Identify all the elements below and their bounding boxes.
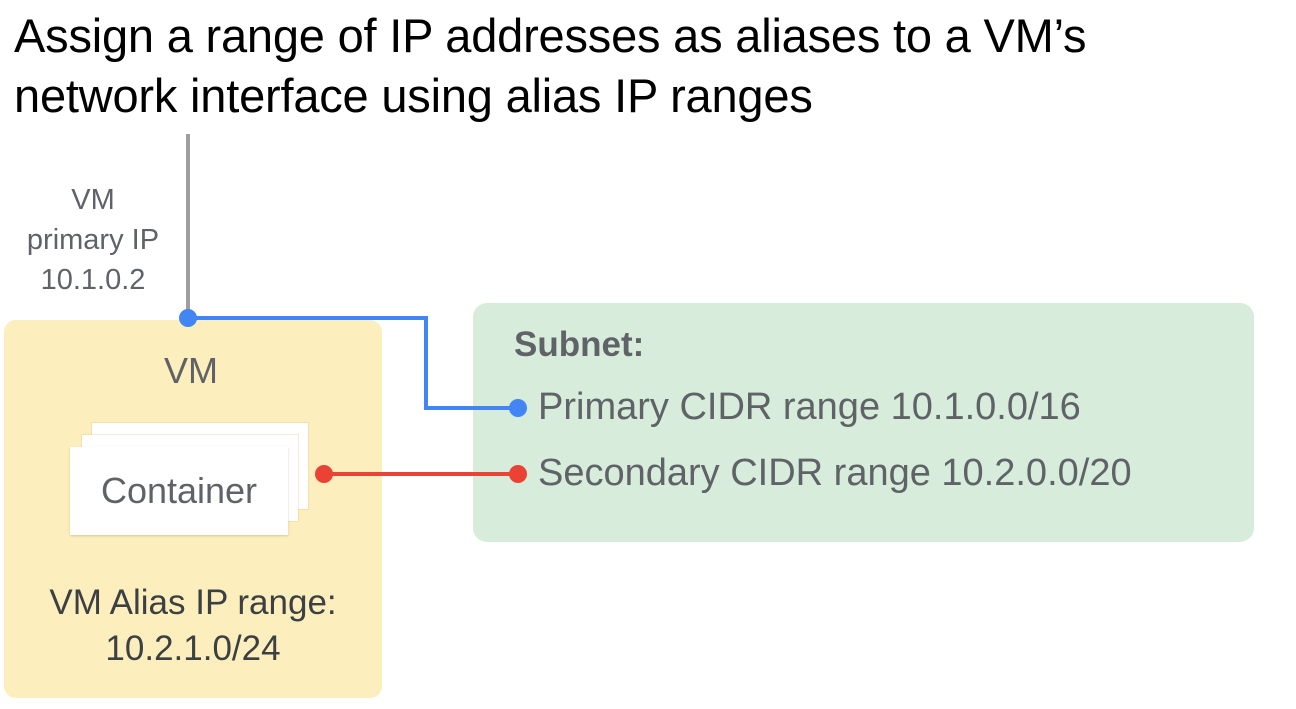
primary-cidr-range: Primary CIDR range 10.1.0.0/16 — [538, 386, 1081, 428]
alias-range-endpoint-dot — [315, 465, 333, 483]
subnet-title: Subnet: — [514, 325, 645, 364]
vm-primary-ip-address: 10.1.0.2 — [40, 264, 146, 296]
vm-alias-ip-range: VM Alias IP range: 10.2.1.0/24 — [4, 580, 382, 672]
secondary-cidr-range: Secondary CIDR range 10.2.0.0/20 — [538, 452, 1132, 494]
title-line-2: network interface using alias IP ranges — [14, 69, 813, 122]
secondary-cidr-endpoint-dot — [509, 465, 527, 483]
vm-primary-ip-label: VM primary IP 10.1.0.2 — [0, 180, 186, 300]
container-card: Container — [70, 447, 288, 535]
vm-alias-ip-range-value: 10.2.1.0/24 — [105, 629, 281, 668]
primary-cidr-endpoint-dot — [509, 399, 527, 417]
vm-primary-ip-line-1: VM — [71, 184, 115, 216]
subnet-box — [473, 303, 1254, 542]
vm-primary-ip-line-2: primary IP — [26, 224, 160, 256]
primary-ip-endpoint-dot — [179, 309, 197, 327]
page-title: Assign a range of IP addresses as aliase… — [14, 6, 1274, 126]
vm-title: VM — [164, 350, 218, 391]
container-label: Container — [100, 470, 258, 511]
title-line-1: Assign a range of IP addresses as aliase… — [14, 9, 1087, 62]
vm-alias-ip-range-label: VM Alias IP range: — [49, 583, 337, 622]
primary-ip-link — [188, 316, 516, 410]
